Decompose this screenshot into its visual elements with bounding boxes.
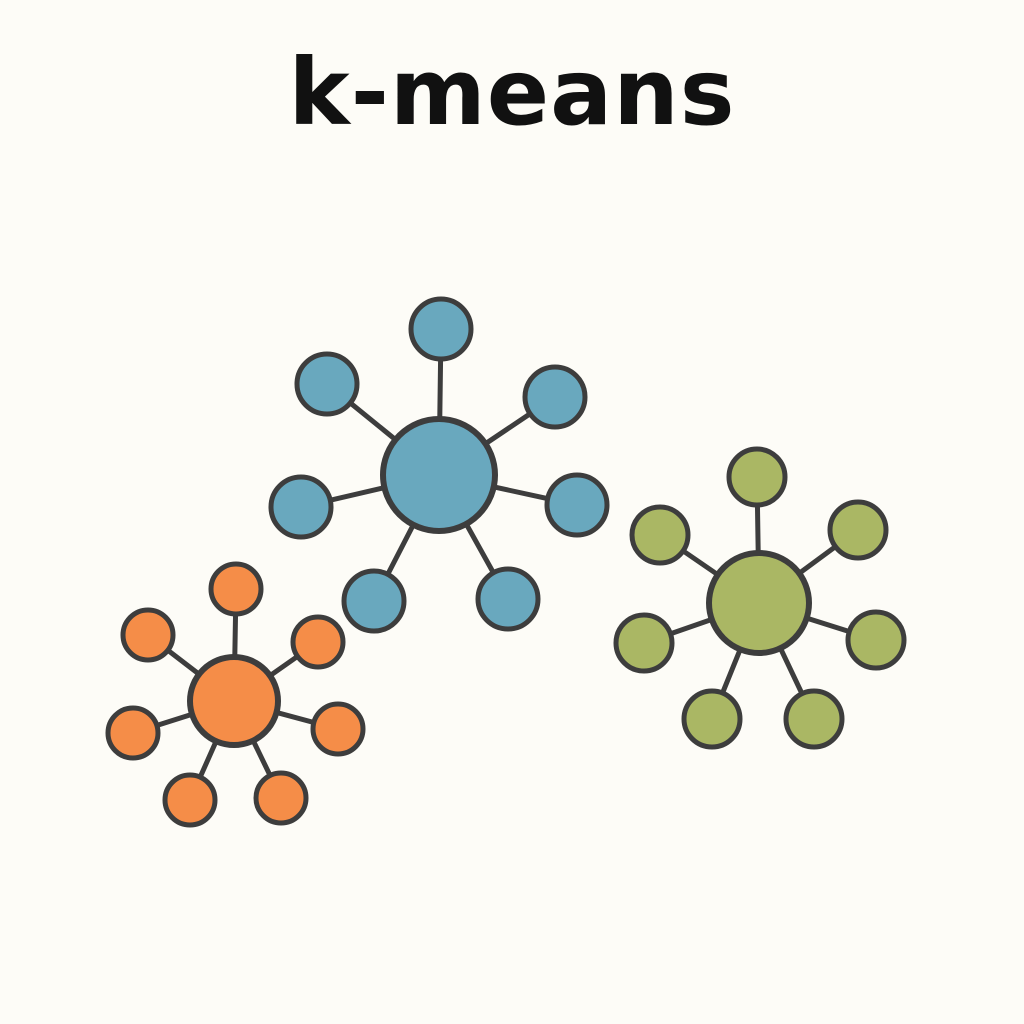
- cluster-blue-point: [522, 364, 588, 430]
- cluster-orange-point: [120, 607, 176, 663]
- cluster-blue-point: [268, 474, 334, 540]
- cluster-green-point: [783, 688, 845, 750]
- cluster-orange-point: [253, 770, 309, 826]
- cluster-green: [613, 446, 907, 750]
- cluster-blue-point: [408, 296, 474, 362]
- cluster-orange-point: [105, 705, 161, 761]
- page-title: k-means: [288, 39, 736, 146]
- cluster-blue-point: [341, 568, 407, 634]
- cluster-blue-centroid: [380, 416, 498, 534]
- cluster-orange-point: [208, 561, 264, 617]
- cluster-blue-point: [294, 351, 360, 417]
- cluster-green-point: [726, 446, 788, 508]
- cluster-green-point: [845, 609, 907, 671]
- cluster-orange: [105, 561, 366, 828]
- cluster-green-point: [681, 688, 743, 750]
- cluster-green-point: [827, 499, 889, 561]
- cluster-blue-point: [475, 566, 541, 632]
- cluster-orange-point: [290, 614, 346, 670]
- cluster-green-centroid: [706, 550, 812, 656]
- cluster-orange-point: [310, 701, 366, 757]
- cluster-green-point: [613, 612, 675, 674]
- cluster-orange-centroid: [187, 654, 281, 748]
- cluster-blue-point: [544, 472, 610, 538]
- cluster-orange-point: [162, 772, 218, 828]
- cluster-green-point: [629, 504, 691, 566]
- cluster-blue: [268, 296, 610, 634]
